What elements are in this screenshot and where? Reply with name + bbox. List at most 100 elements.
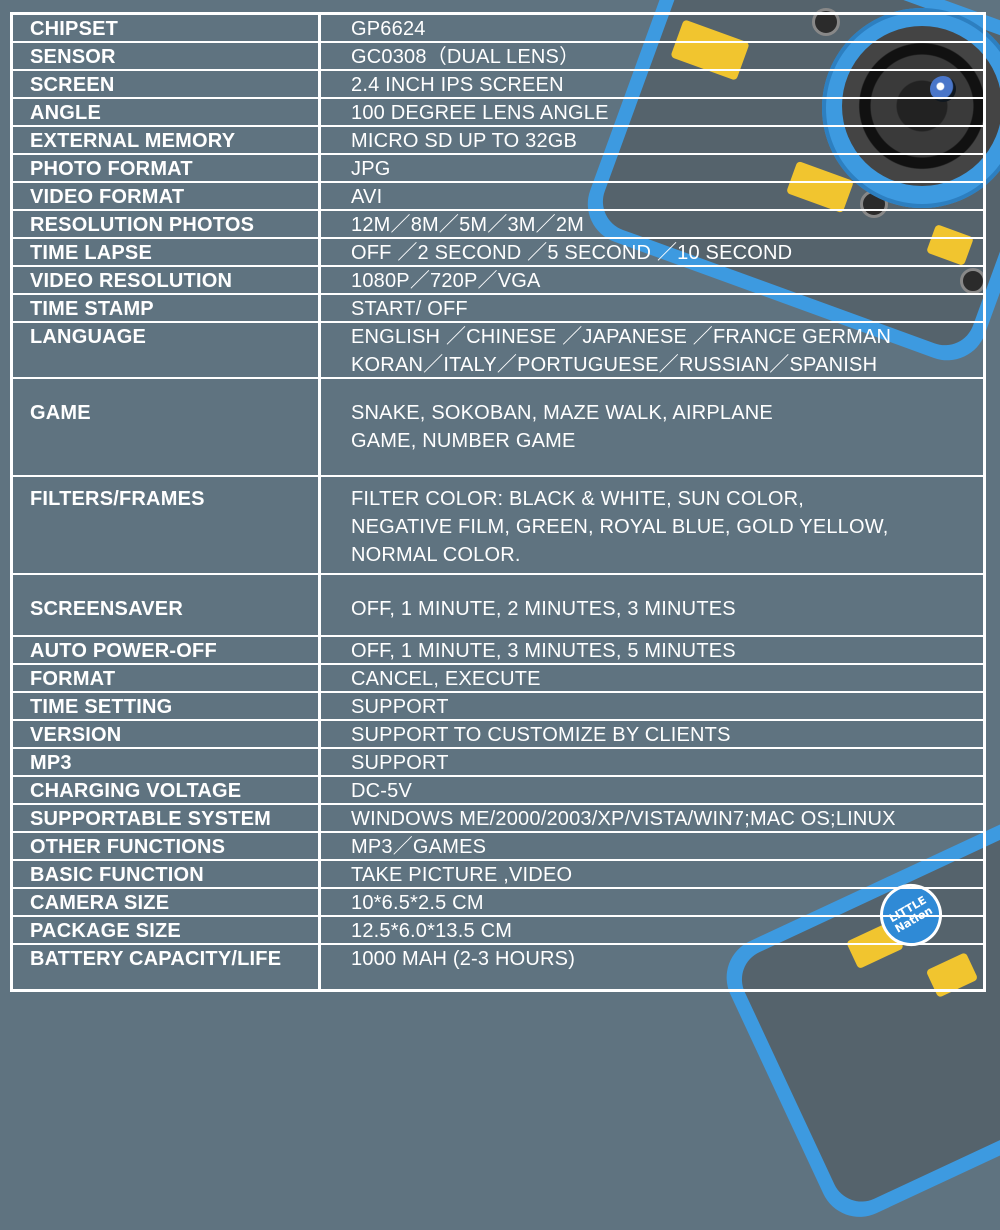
spec-row: TIME STAMP START/ OFF bbox=[10, 295, 986, 323]
spec-value: SUPPORT bbox=[351, 749, 449, 777]
spec-value: DC-5V bbox=[351, 777, 412, 805]
spec-value: OFF ／2 SECOND ／5 SECOND ／10 SECOND bbox=[351, 239, 792, 267]
spec-value: 10*6.5*2.5 CM bbox=[351, 889, 484, 917]
spec-value-line: DC-5V bbox=[351, 780, 413, 802]
spec-value-line: 1080P／720P／VGA bbox=[351, 270, 541, 292]
spec-label: OTHER FUNCTIONS bbox=[30, 836, 226, 858]
spec-value: 2.4 INCH IPS SCREEN bbox=[351, 71, 564, 99]
spec-value: 1080P／720P／VGA bbox=[351, 267, 541, 295]
spec-value-line: FILTER COLOR: BLACK & WHITE, SUN COLOR, bbox=[351, 488, 805, 510]
spec-value: MP3／GAMES bbox=[351, 833, 486, 861]
spec-value-line: WINDOWS ME/2000/2003/XP/VISTA/WIN7;MAC O… bbox=[351, 808, 896, 830]
spec-value-line: 12.5*6.0*13.5 CM bbox=[351, 920, 513, 942]
camera-lens-icon bbox=[842, 26, 1000, 186]
column-divider bbox=[318, 12, 321, 992]
spec-row: SCREEN 2.4 INCH IPS SCREEN bbox=[10, 71, 986, 99]
spec-value-line: SUPPORT TO CUSTOMIZE BY CLIENTS bbox=[351, 724, 731, 746]
spec-value-line: CANCEL, EXECUTE bbox=[351, 668, 541, 690]
spec-value-line: MP3／GAMES bbox=[351, 836, 487, 858]
spec-value-line: 100 DEGREE LENS ANGLE bbox=[351, 102, 609, 124]
spec-row: FORMAT CANCEL, EXECUTE bbox=[10, 665, 986, 693]
spec-value-line: NORMAL COLOR. bbox=[351, 544, 521, 566]
spec-value: ENGLISH ／CHINESE ／JAPANESE ／FRANCE GERMA… bbox=[351, 323, 891, 379]
spec-value-line: GP6624 bbox=[351, 18, 426, 40]
spec-value-line: 1000 MAH (2-3 HOURS) bbox=[351, 948, 576, 970]
spec-value-line: TAKE PICTURE ,VIDEO bbox=[351, 864, 573, 886]
spec-value-line: 2.4 INCH IPS SCREEN bbox=[351, 74, 564, 96]
spec-row: TIME SETTING SUPPORT bbox=[10, 693, 986, 721]
spec-value-line: OFF, 1 MINUTE, 3 MINUTES, 5 MINUTES bbox=[351, 640, 736, 662]
spec-label: CHARGING VOLTAGE bbox=[30, 780, 242, 802]
spec-row: AUTO POWER-OFF OFF, 1 MINUTE, 3 MINUTES, … bbox=[10, 637, 986, 665]
spec-row: SCREENSAVER OFF, 1 MINUTE, 2 MINUTES, 3 M… bbox=[10, 575, 986, 637]
spec-row: CHARGING VOLTAGE DC-5V bbox=[10, 777, 986, 805]
spec-row: FILTERS/FRAMES FILTER COLOR: BLACK & WHIT… bbox=[10, 477, 986, 575]
spec-value: OFF, 1 MINUTE, 2 MINUTES, 3 MINUTES bbox=[351, 595, 736, 623]
spec-label: FILTERS/FRAMES bbox=[30, 488, 205, 510]
spec-label: BATTERY CAPACITY/LIFE bbox=[30, 948, 282, 970]
spec-value: WINDOWS ME/2000/2003/XP/VISTA/WIN7;MAC O… bbox=[351, 805, 896, 833]
spec-value-line: AVI bbox=[351, 186, 383, 208]
spec-value-line: GAME, NUMBER GAME bbox=[351, 430, 576, 452]
spec-value: JPG bbox=[351, 155, 391, 183]
spec-value: GP6624 bbox=[351, 15, 426, 43]
spec-value: 100 DEGREE LENS ANGLE bbox=[351, 99, 609, 127]
spec-label: AUTO POWER-OFF bbox=[30, 640, 217, 662]
spec-value: START/ OFF bbox=[351, 295, 468, 323]
spec-label: VERSION bbox=[30, 724, 122, 746]
spec-label: TIME LAPSE bbox=[30, 242, 153, 264]
spec-row: RESOLUTION PHOTOS 12M／8M／5M／3M／2M bbox=[10, 211, 986, 239]
spec-label: SCREEN bbox=[30, 74, 115, 96]
spec-label: RESOLUTION PHOTOS bbox=[30, 214, 255, 236]
spec-value-line: SUPPORT bbox=[351, 696, 449, 718]
spec-value-line: NEGATIVE FILM, GREEN, ROYAL BLUE, GOLD Y… bbox=[351, 516, 889, 538]
spec-value: SUPPORT bbox=[351, 693, 449, 721]
spec-label: MP3 bbox=[30, 752, 72, 774]
spec-value: 12.5*6.0*13.5 CM bbox=[351, 917, 512, 945]
spec-value: SUPPORT TO CUSTOMIZE BY CLIENTS bbox=[351, 721, 731, 749]
spec-row: TIME LAPSE OFF ／2 SECOND ／5 SECOND ／10 SE… bbox=[10, 239, 986, 267]
spec-label: PACKAGE SIZE bbox=[30, 920, 181, 942]
spec-label: BASIC FUNCTION bbox=[30, 864, 204, 886]
spec-label: SCREENSAVER bbox=[30, 598, 183, 620]
spec-value: 1000 MAH (2-3 HOURS) bbox=[351, 945, 575, 973]
spec-row: ANGLE 100 DEGREE LENS ANGLE bbox=[10, 99, 986, 127]
spec-value: MICRO SD UP TO 32GB bbox=[351, 127, 577, 155]
spec-row: LANGUAGE ENGLISH ／CHINESE ／JAPANESE ／FRAN… bbox=[10, 323, 986, 379]
spec-value-line: ENGLISH ／CHINESE ／JAPANESE ／FRANCE GERMA… bbox=[351, 326, 892, 348]
spec-row: MP3 SUPPORT bbox=[10, 749, 986, 777]
spec-label: VIDEO RESOLUTION bbox=[30, 270, 233, 292]
spec-value-line: OFF ／2 SECOND ／5 SECOND ／10 SECOND bbox=[351, 242, 793, 264]
spec-label: VIDEO FORMAT bbox=[30, 186, 185, 208]
spec-label: CHIPSET bbox=[30, 18, 119, 40]
spec-value: TAKE PICTURE ,VIDEO bbox=[351, 861, 572, 889]
spec-value: 12M／8M／5M／3M／2M bbox=[351, 211, 584, 239]
spec-row: SUPPORTABLE SYSTEM WINDOWS ME/2000/2003/X… bbox=[10, 805, 986, 833]
spec-row: BASIC FUNCTION TAKE PICTURE ,VIDEO bbox=[10, 861, 986, 889]
spec-label: ANGLE bbox=[30, 102, 101, 124]
spec-value: FILTER COLOR: BLACK & WHITE, SUN COLOR, N… bbox=[351, 485, 889, 569]
spec-row: VERSION SUPPORT TO CUSTOMIZE BY CLIENTS bbox=[10, 721, 986, 749]
spec-row: VIDEO RESOLUTION 1080P／720P／VGA bbox=[10, 267, 986, 295]
spec-label: PHOTO FORMAT bbox=[30, 158, 193, 180]
spec-label: GAME bbox=[30, 402, 91, 424]
spec-label: TIME SETTING bbox=[30, 696, 173, 718]
spec-value-line: 12M／8M／5M／3M／2M bbox=[351, 214, 585, 236]
spec-row: OTHER FUNCTIONS MP3／GAMES bbox=[10, 833, 986, 861]
spec-label: LANGUAGE bbox=[30, 326, 147, 348]
spec-label: FORMAT bbox=[30, 668, 116, 690]
spec-label: SUPPORTABLE SYSTEM bbox=[30, 808, 272, 830]
spec-value: AVI bbox=[351, 183, 382, 211]
spec-value-line: OFF, 1 MINUTE, 2 MINUTES, 3 MINUTES bbox=[351, 598, 736, 620]
spec-row: PHOTO FORMAT JPG bbox=[10, 155, 986, 183]
spec-label: TIME STAMP bbox=[30, 298, 154, 320]
spec-value: OFF, 1 MINUTE, 3 MINUTES, 5 MINUTES bbox=[351, 637, 736, 665]
spec-row: CHIPSET GP6624 bbox=[10, 15, 986, 43]
spec-row: PACKAGE SIZE 12.5*6.0*13.5 CM bbox=[10, 917, 986, 945]
